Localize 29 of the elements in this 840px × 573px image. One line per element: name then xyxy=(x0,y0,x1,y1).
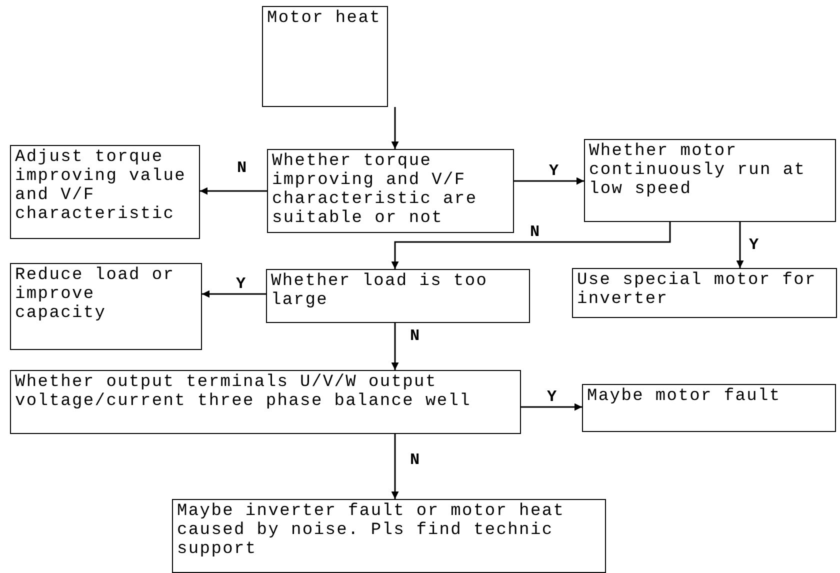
box-text: Whether motor continuously run at low speed xyxy=(589,142,807,199)
process-box xyxy=(267,149,514,233)
box-text: Maybe inverter fault or motor heat caused by noise. Pls find technic support xyxy=(177,502,566,559)
arrow xyxy=(391,323,399,370)
arrow xyxy=(391,107,399,149)
process-box xyxy=(582,384,836,432)
box-text: Use special motor for inverter xyxy=(577,271,818,309)
box-text: Adjust torque improving value and V/F characteristic xyxy=(15,148,188,224)
process-box xyxy=(10,145,200,239)
box-text: Reduce load or improve capacity xyxy=(15,266,176,323)
process-box xyxy=(10,263,202,350)
arrow xyxy=(391,222,671,269)
arrow xyxy=(200,187,267,195)
arrow xyxy=(514,177,584,185)
arrow xyxy=(521,403,582,411)
box-text: Whether load is too large xyxy=(271,272,489,310)
process-box xyxy=(10,370,521,434)
box-text: Whether torque improving and V/F characteristic are suitable or not xyxy=(272,152,478,228)
arrow xyxy=(391,434,399,499)
process-box xyxy=(172,499,606,573)
process-box xyxy=(572,268,837,318)
process-box xyxy=(266,269,530,323)
arrow xyxy=(202,290,266,298)
box-text: Motor heat xyxy=(267,9,382,28)
box-text: Maybe motor fault xyxy=(587,387,782,406)
arrow xyxy=(736,222,744,268)
process-box xyxy=(262,6,388,107)
process-box xyxy=(584,139,836,222)
box-text: Whether output terminals U/V/W output voltage/current three phase balance well xyxy=(15,373,472,411)
